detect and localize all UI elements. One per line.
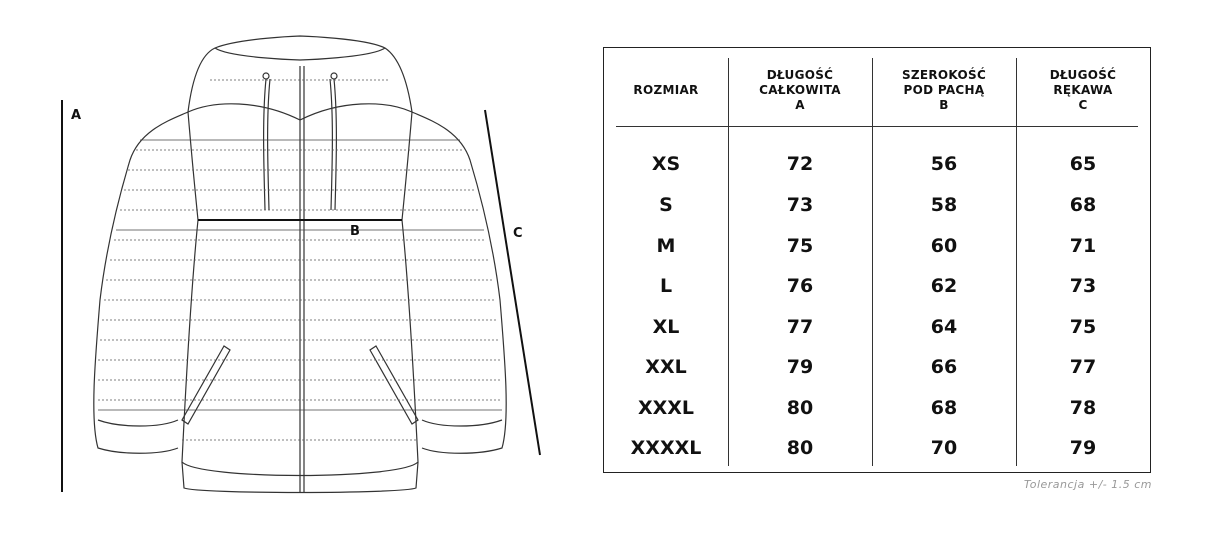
size-cell: M bbox=[656, 235, 676, 257]
table-row: XS 72 56 65 bbox=[604, 144, 1150, 184]
table-row: XXL 79 66 77 bbox=[604, 347, 1150, 387]
length-cell: 75 bbox=[786, 235, 814, 257]
length-cell: 79 bbox=[786, 356, 814, 378]
tolerance-note: Tolerancja +/- 1.5 cm bbox=[1023, 478, 1152, 491]
header-sleeve-length: DŁUGOŚĆ RĘKAWA C bbox=[1016, 60, 1150, 120]
size-cell: XL bbox=[652, 316, 680, 338]
width-cell: 62 bbox=[930, 275, 958, 297]
size-cell: XXL bbox=[645, 356, 687, 378]
width-cell: 70 bbox=[930, 437, 958, 459]
table-row: M 75 60 71 bbox=[604, 226, 1150, 266]
sleeve-cell: 73 bbox=[1069, 275, 1097, 297]
table-row: L 76 62 73 bbox=[604, 266, 1150, 306]
sleeve-cell: 71 bbox=[1069, 235, 1097, 257]
header-line: POD PACHĄ bbox=[903, 82, 985, 97]
header-line: RĘKAWA bbox=[1053, 82, 1113, 97]
length-cell: 80 bbox=[786, 397, 814, 419]
width-cell: 56 bbox=[930, 153, 958, 175]
length-cell: 77 bbox=[786, 316, 814, 338]
size-cell: XS bbox=[651, 153, 681, 175]
column-divider bbox=[872, 58, 873, 466]
length-cell: 72 bbox=[786, 153, 814, 175]
column-divider bbox=[728, 58, 729, 466]
header-chest-width: SZEROKOŚĆ POD PACHĄ B bbox=[872, 60, 1016, 120]
header-line: C bbox=[1078, 97, 1088, 112]
jacket-illustration bbox=[61, 35, 541, 494]
size-cell: L bbox=[659, 275, 673, 297]
dimension-label-b: B bbox=[350, 224, 360, 239]
header-line: DŁUGOŚĆ bbox=[766, 67, 834, 82]
sleeve-cell: 77 bbox=[1069, 356, 1097, 378]
sleeve-cell: 78 bbox=[1069, 397, 1097, 419]
header-line: DŁUGOŚĆ bbox=[1049, 67, 1117, 82]
header-divider bbox=[616, 126, 1138, 127]
table-row: XL 77 64 75 bbox=[604, 307, 1150, 347]
length-cell: 80 bbox=[786, 437, 814, 459]
header-size: ROZMIAR bbox=[604, 60, 728, 120]
size-cell: XXXXL bbox=[630, 437, 702, 459]
width-cell: 68 bbox=[930, 397, 958, 419]
header-total-length: DŁUGOŚĆ CAŁKOWITA A bbox=[728, 60, 872, 120]
header-line: A bbox=[795, 97, 805, 112]
sleeve-cell: 65 bbox=[1069, 153, 1097, 175]
header-line: CAŁKOWITA bbox=[759, 82, 841, 97]
width-cell: 58 bbox=[930, 194, 958, 216]
column-divider bbox=[1016, 58, 1017, 466]
size-cell: S bbox=[659, 194, 673, 216]
dimension-label-a: A bbox=[71, 108, 82, 123]
width-cell: 66 bbox=[930, 356, 958, 378]
header-line: SZEROKOŚĆ bbox=[901, 67, 987, 82]
table-row: S 73 58 68 bbox=[604, 185, 1150, 225]
sleeve-cell: 68 bbox=[1069, 194, 1097, 216]
table-row: XXXXL 80 70 79 bbox=[604, 428, 1150, 468]
sleeve-cell: 79 bbox=[1069, 437, 1097, 459]
width-cell: 60 bbox=[930, 235, 958, 257]
dimension-c-line bbox=[484, 109, 541, 456]
dimension-label-c: C bbox=[513, 226, 523, 241]
sleeve-cell: 75 bbox=[1069, 316, 1097, 338]
header-line: B bbox=[939, 97, 949, 112]
width-cell: 64 bbox=[930, 316, 958, 338]
size-cell: XXXL bbox=[637, 397, 695, 419]
header-line: ROZMIAR bbox=[633, 82, 699, 97]
size-table: ROZMIAR DŁUGOŚĆ CAŁKOWITA A SZEROKOŚĆ PO… bbox=[603, 47, 1151, 473]
length-cell: 76 bbox=[786, 275, 814, 297]
table-row: XXXL 80 68 78 bbox=[604, 388, 1150, 428]
length-cell: 73 bbox=[786, 194, 814, 216]
